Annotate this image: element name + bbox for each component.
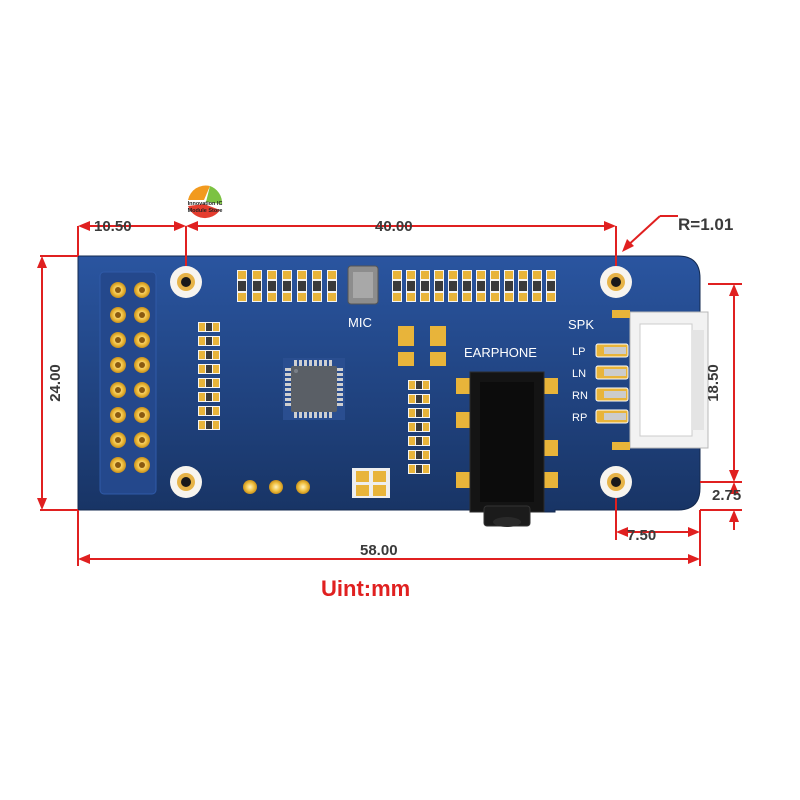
smd-column-left [198, 322, 220, 430]
speaker-pin-label-ln: LN [572, 368, 586, 380]
mounting-hole-bottom-left [170, 466, 202, 498]
dim-total-width: 58.00 [360, 542, 398, 559]
audio-codec-chip [283, 358, 345, 420]
speaker-pin-pad [595, 387, 629, 402]
speaker-pin-pad [595, 409, 629, 424]
speaker-pin-pad [595, 343, 629, 358]
smd-resistor [408, 464, 430, 474]
logo-line-2: Module Store [188, 208, 223, 214]
gpio-pad [110, 307, 126, 323]
speaker-pin-labels: LP LN RN RP [572, 343, 629, 424]
smd-resistor [408, 408, 430, 418]
gpio-pad [134, 382, 150, 398]
speaker-pin-pad [595, 365, 629, 380]
smd-row-top-left [237, 270, 337, 302]
smd-resistor [504, 270, 514, 302]
smd-resistor [532, 270, 542, 302]
smd-resistor [518, 270, 528, 302]
gpio-header [99, 271, 157, 495]
gpio-pad [110, 457, 126, 473]
gpio-pad [110, 332, 126, 348]
mic-label: MIC [348, 315, 372, 330]
smd-resistor [420, 270, 430, 302]
gpio-pad [134, 282, 150, 298]
dim-height: 24.00 [47, 364, 64, 402]
smd-resistor [406, 270, 416, 302]
smd-resistor [198, 336, 220, 346]
dim-hole-spacing: 40.00 [375, 218, 413, 235]
capacitor-pads [398, 326, 446, 366]
mounting-hole-top-left [170, 266, 202, 298]
gpio-pad [134, 432, 150, 448]
smd-resistor [282, 270, 292, 302]
dim-bottom-offset: 2.75 [712, 487, 741, 504]
gpio-pad [110, 357, 126, 373]
gpio-pad [134, 457, 150, 473]
smd-resistor [297, 270, 307, 302]
smd-resistor [408, 450, 430, 460]
smd-resistor [408, 394, 430, 404]
smd-resistor [408, 380, 430, 390]
smd-resistor [198, 392, 220, 402]
smd-resistor [434, 270, 444, 302]
smd-resistor [198, 364, 220, 374]
gpio-pad [134, 332, 150, 348]
gpio-pad [110, 407, 126, 423]
speaker-connector [612, 310, 709, 450]
smd-row-top-right [392, 270, 556, 302]
speaker-pin-label-rn: RN [572, 390, 588, 402]
smd-resistor [546, 270, 556, 302]
smd-resistor [198, 350, 220, 360]
smd-resistor [198, 406, 220, 416]
smd-resistor [237, 270, 247, 302]
microphone-component [347, 265, 379, 305]
dim-left-offset: 10.50 [94, 218, 132, 235]
smd-column-middle [408, 380, 430, 474]
gpio-pad [134, 357, 150, 373]
gpio-pad [134, 407, 150, 423]
speaker-pin-label-rp: RP [572, 412, 587, 424]
dim-connector-offset: 7.50 [627, 527, 656, 544]
gpio-pad [110, 432, 126, 448]
speaker-label: SPK [568, 317, 594, 332]
test-pads [243, 480, 310, 494]
smd-resistor [252, 270, 262, 302]
mounting-hole-bottom-right [600, 466, 632, 498]
smd-resistor [462, 270, 472, 302]
gpio-pad [134, 307, 150, 323]
gpio-pad [110, 382, 126, 398]
smd-resistor [490, 270, 500, 302]
smd-resistor [476, 270, 486, 302]
logo-line-1: Innovation IC [188, 201, 223, 207]
dim-connector-height: 18.50 [705, 364, 722, 402]
mounting-hole-top-right [600, 266, 632, 298]
dim-corner-radius: R=1.01 [678, 215, 733, 234]
store-logo: Innovation IC Module Store [185, 184, 225, 224]
dimension-annotations: 10.50 40.00 R=1.01 24.00 18.50 2.75 [37, 215, 742, 566]
smd-resistor [408, 436, 430, 446]
smd-resistor [312, 270, 322, 302]
pcb-board: MIC EARPHONE [77, 255, 709, 527]
gpio-pad [110, 282, 126, 298]
smd-resistor [408, 422, 430, 432]
speaker-pin-label-lp: LP [572, 346, 585, 358]
earphone-label: EARPHONE [464, 345, 537, 360]
smd-resistor [267, 270, 277, 302]
earphone-jack [456, 371, 558, 527]
smd-resistor [392, 270, 402, 302]
inductor-component [352, 468, 390, 498]
smd-resistor [198, 420, 220, 430]
smd-resistor [448, 270, 458, 302]
smd-resistor [327, 270, 337, 302]
unit-label: Uint:mm [321, 576, 410, 601]
smd-resistor [198, 322, 220, 332]
smd-resistor [198, 378, 220, 388]
